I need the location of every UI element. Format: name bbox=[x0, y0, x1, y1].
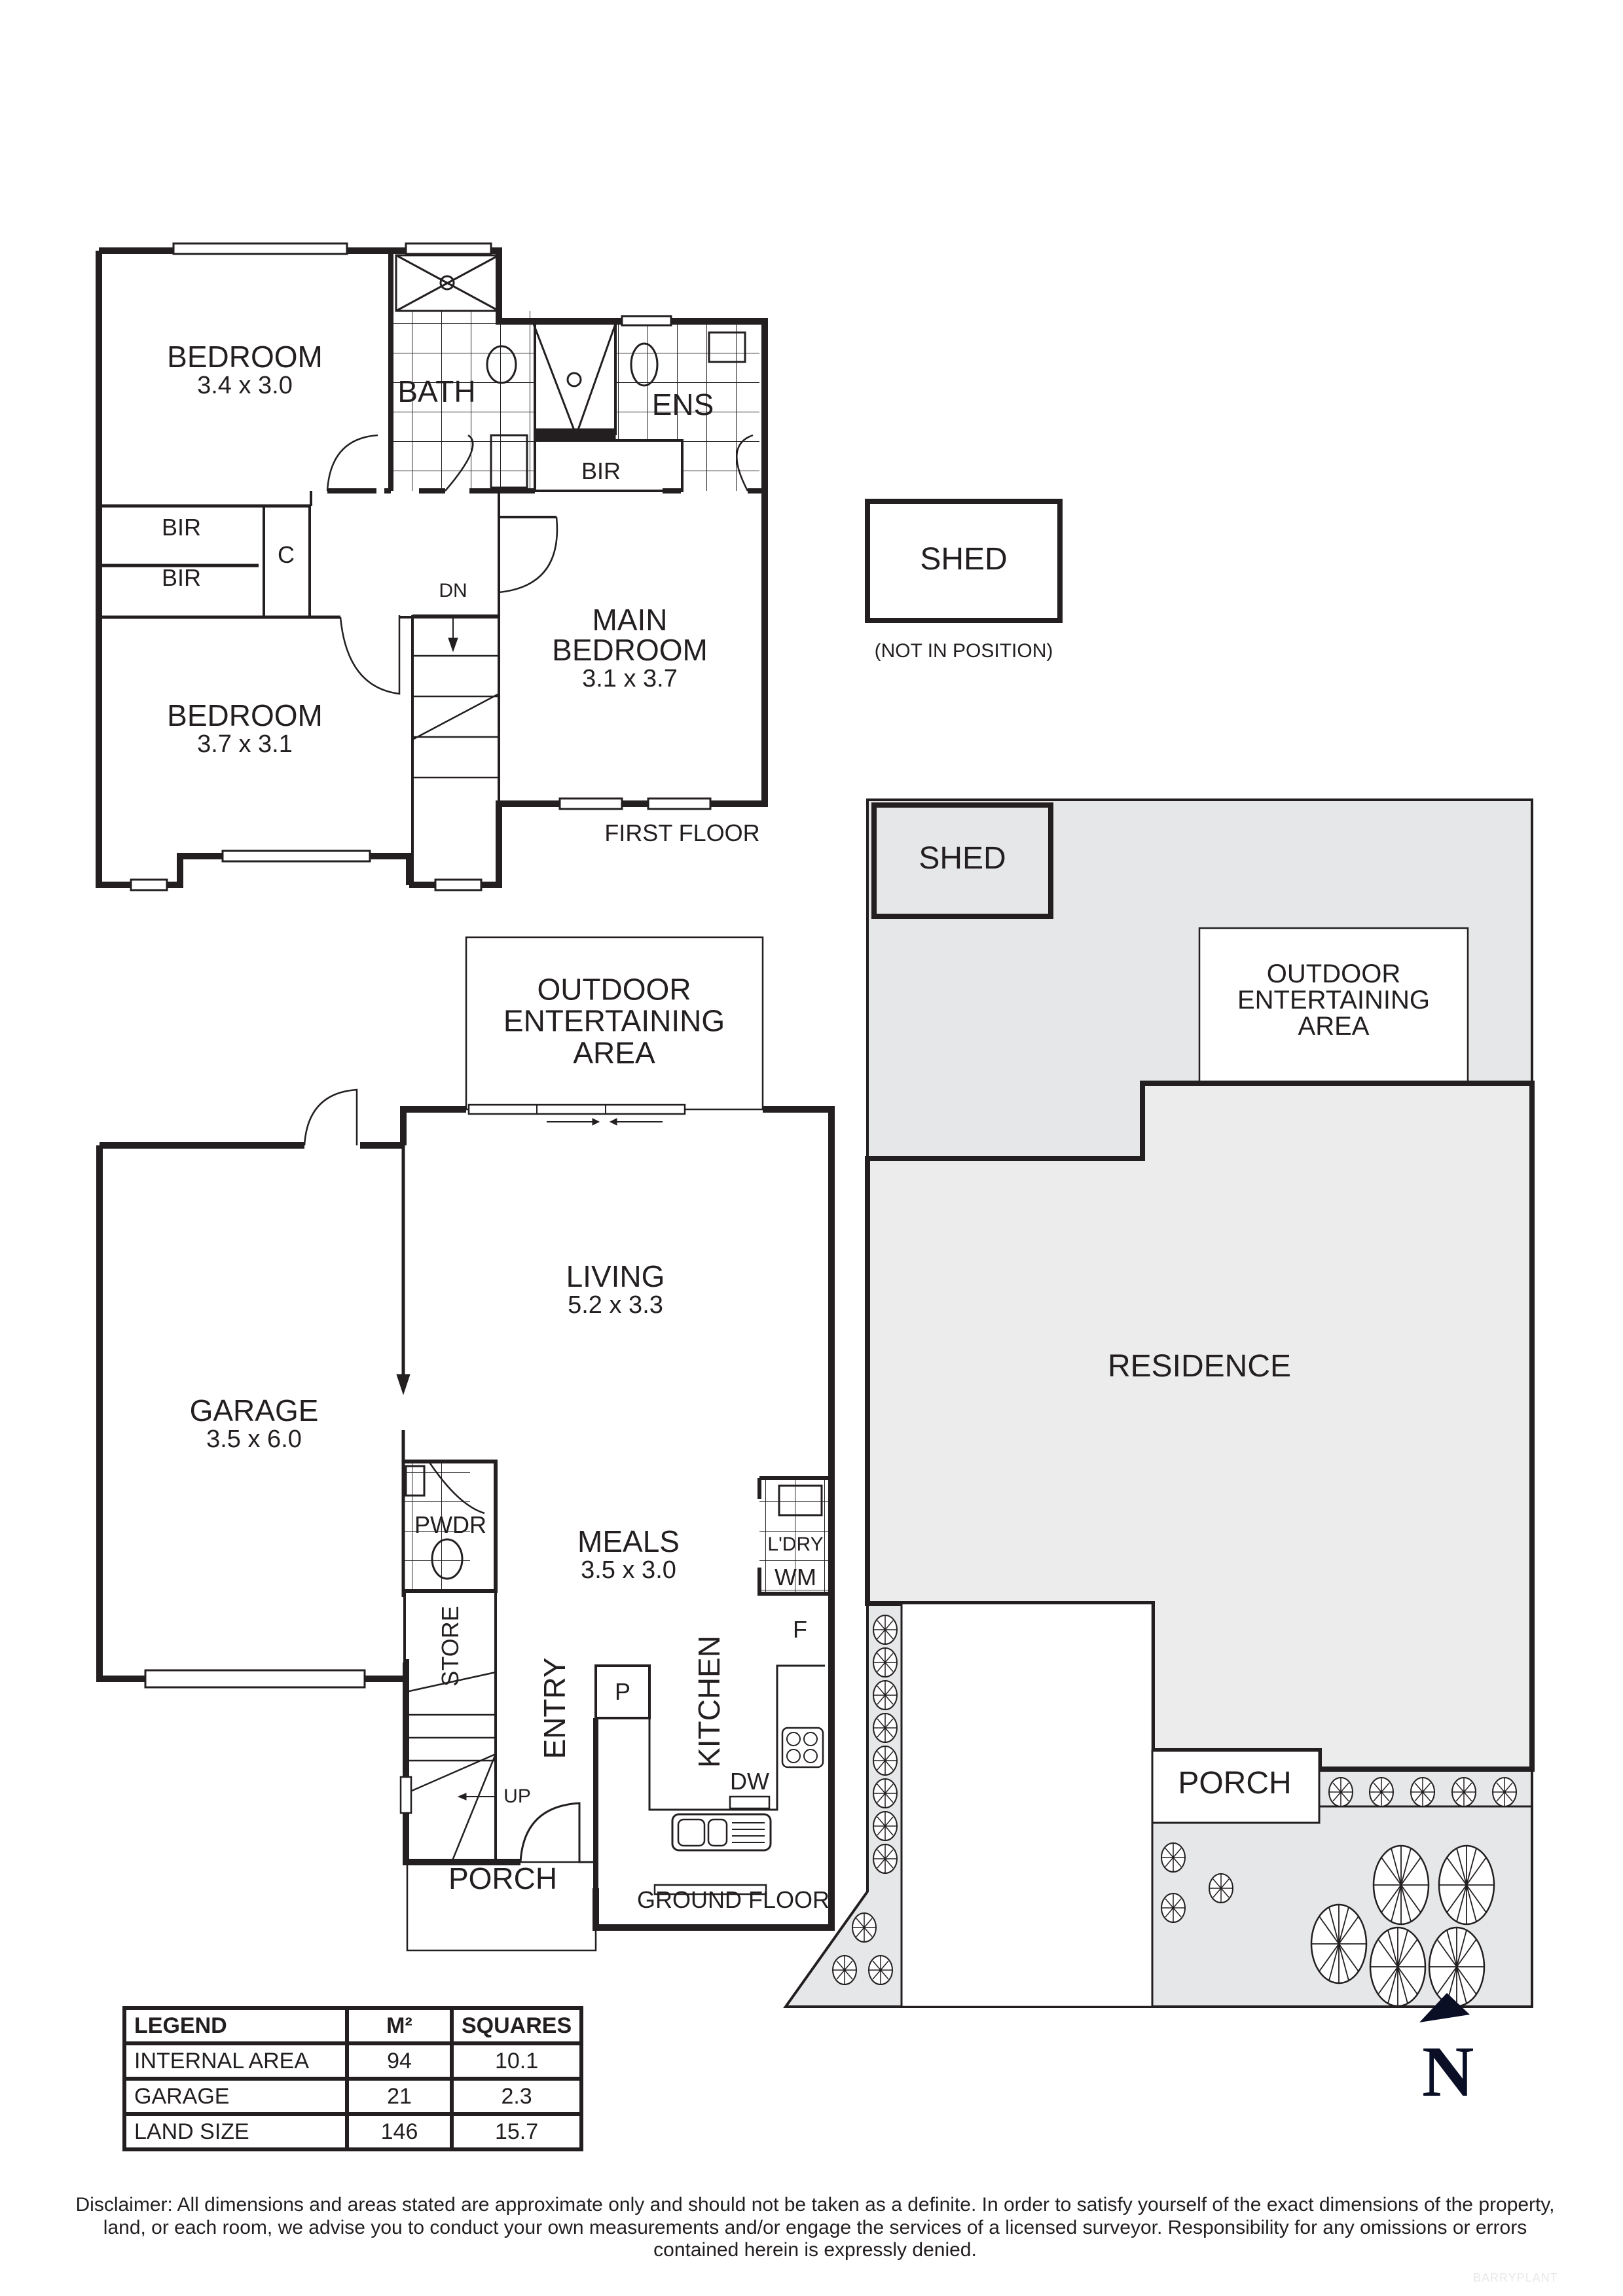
site-residence-label: RESIDENCE bbox=[1107, 1349, 1292, 1384]
first-floor-title: FIRST FLOOR bbox=[604, 819, 760, 846]
site-outdoor-label: OUTDOOR ENTERTAINING AREA bbox=[1237, 960, 1431, 1041]
legend-header-m2: M² bbox=[345, 2006, 454, 2045]
room-entry: ENTRY bbox=[538, 1657, 572, 1759]
ground-floor-plan bbox=[96, 936, 835, 1952]
room-bir-2: BIR bbox=[161, 564, 202, 591]
site-shed-label: SHED bbox=[919, 841, 1006, 876]
room-main-bedroom: MAIN BEDROOM 3.1 x 3.7 bbox=[552, 603, 708, 692]
room-powder: PWDR bbox=[414, 1511, 486, 1538]
room-laundry: L'DRY bbox=[767, 1534, 824, 1555]
room-porch: PORCH bbox=[448, 1861, 558, 1895]
legend-header-squares: SQUARES bbox=[449, 2006, 584, 2045]
legend-row-label: GARAGE bbox=[122, 2077, 349, 2116]
legend-row: GARAGE 21 2.3 bbox=[122, 2077, 584, 2116]
room-bedroom-1: BEDROOM 3.4 x 3.0 bbox=[167, 340, 323, 399]
ground-floor-title: GROUND FLOOR bbox=[636, 1886, 830, 1913]
site-porch-label: PORCH bbox=[1178, 1766, 1292, 1801]
washing-machine-label: WM bbox=[775, 1564, 816, 1590]
legend-row-m2: 94 bbox=[345, 2041, 454, 2081]
shed-label: SHED bbox=[920, 542, 1008, 577]
legend-row-squares: 2.3 bbox=[449, 2077, 584, 2116]
legend-table: LEGEND M² SQUARES INTERNAL AREA 94 10.1 … bbox=[122, 2006, 584, 2151]
stairs-down-label: DN bbox=[439, 580, 467, 601]
legend-row-label: INTERNAL AREA bbox=[122, 2041, 349, 2081]
room-meals: MEALS 3.5 x 3.0 bbox=[577, 1524, 680, 1584]
site-plan bbox=[783, 798, 1535, 2008]
legend-header-row: LEGEND M² SQUARES bbox=[122, 2006, 584, 2045]
pantry-label: P bbox=[614, 1678, 631, 1705]
room-garage: GARAGE 3.5 x 6.0 bbox=[189, 1393, 319, 1453]
room-store: STORE bbox=[437, 1605, 464, 1687]
legend-row: INTERNAL AREA 94 10.1 bbox=[122, 2041, 584, 2081]
north-label: N bbox=[1422, 2032, 1474, 2111]
room-bedroom-2: BEDROOM 3.7 x 3.1 bbox=[167, 698, 323, 758]
room-bir-main: BIR bbox=[581, 457, 621, 484]
legend-row-squares: 10.1 bbox=[449, 2041, 584, 2081]
stairs-up-label: UP bbox=[503, 1785, 531, 1807]
first-floor-plan bbox=[96, 242, 768, 891]
watermark-logo: BARRYPLANT bbox=[1473, 2271, 1558, 2284]
room-ensuite: ENS bbox=[651, 387, 714, 422]
legend-row-squares: 15.7 bbox=[449, 2112, 584, 2151]
room-outdoor-entertaining: OUTDOOR ENTERTAINING AREA bbox=[503, 972, 725, 1070]
room-kitchen: KITCHEN bbox=[692, 1636, 726, 1768]
fridge-label: F bbox=[793, 1616, 807, 1643]
room-bath: BATH bbox=[397, 374, 476, 408]
shed-standalone bbox=[865, 499, 1063, 623]
shed-note: (NOT IN POSITION) bbox=[874, 640, 1053, 662]
north-arrow-icon bbox=[1419, 1993, 1470, 2022]
dishwasher-label: DW bbox=[730, 1768, 769, 1795]
legend-row-label: LAND SIZE bbox=[122, 2112, 349, 2151]
disclaimer-text: Disclaimer: All dimensions and areas sta… bbox=[75, 2194, 1555, 2261]
room-linen: C bbox=[278, 541, 295, 568]
room-bir-1: BIR bbox=[161, 514, 202, 541]
legend-header-label: LEGEND bbox=[122, 2006, 349, 2045]
room-living: LIVING 5.2 x 3.3 bbox=[566, 1259, 665, 1319]
north-indicator: N bbox=[1408, 1990, 1486, 2108]
legend-row-m2: 146 bbox=[345, 2112, 454, 2151]
legend-row-m2: 21 bbox=[345, 2077, 454, 2116]
legend-row: LAND SIZE 146 15.7 bbox=[122, 2112, 584, 2151]
